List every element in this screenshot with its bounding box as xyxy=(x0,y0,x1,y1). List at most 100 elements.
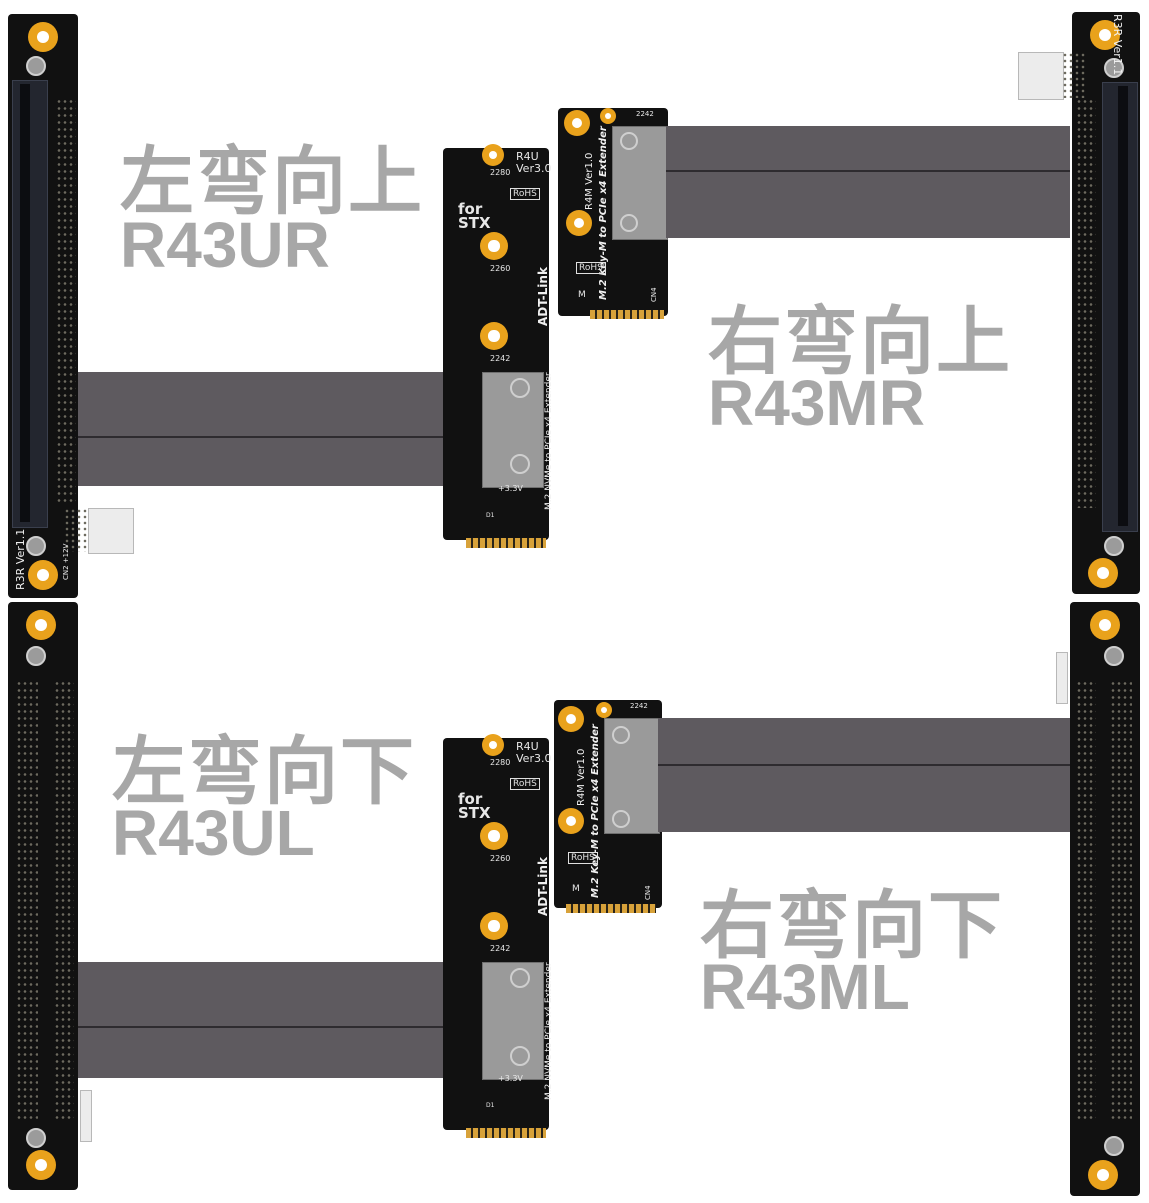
r3r-version-label: R3R Ver1.1 xyxy=(1111,14,1124,76)
size-2260-label: 2260 xyxy=(490,264,511,273)
mount-hole-icon xyxy=(566,210,592,236)
solder-pins xyxy=(1076,680,1096,1120)
size-2242-label: 2242 xyxy=(490,944,511,953)
size-2242-label: 2242 xyxy=(490,354,511,363)
mount-hole-icon xyxy=(480,232,508,260)
rohs-badge: RoHS xyxy=(576,262,606,274)
d1-label: D1 xyxy=(486,512,495,519)
r4u-description: M.2 NVMe to PCIe x4 Extender xyxy=(544,372,554,510)
stx-label: STX xyxy=(458,804,491,822)
mount-hole-icon xyxy=(482,734,504,756)
mount-hole-icon xyxy=(480,322,508,350)
screw-icon xyxy=(1104,1136,1124,1156)
mount-hole-icon xyxy=(26,1150,56,1180)
screw-icon xyxy=(1104,536,1124,556)
r4u-version: Ver3.0 xyxy=(516,752,552,765)
pcie-slot xyxy=(12,80,48,528)
voltage-label: +3.3V xyxy=(498,1074,523,1083)
ribbon-cable xyxy=(78,962,482,1078)
ribbon-divider xyxy=(78,436,482,438)
screw-icon xyxy=(26,1128,46,1148)
key-m-label: M xyxy=(578,290,586,300)
rohs-badge: RoHS xyxy=(510,778,540,790)
screw-icon xyxy=(26,56,46,76)
power-connector xyxy=(1056,652,1068,704)
cn2-label: CN2 +12V xyxy=(62,543,70,580)
key-m-label: M xyxy=(572,884,580,894)
screw-icon xyxy=(510,1046,530,1066)
mount-hole-icon xyxy=(480,822,508,850)
power-pins xyxy=(1062,52,1086,98)
size-2260-label: 2260 xyxy=(490,854,511,863)
for-label: for xyxy=(458,200,483,218)
brand-label: ADT-Link xyxy=(536,857,550,916)
r4m-description: M.2 Key-M to PCIe x4 Extender xyxy=(590,724,601,898)
screw-icon xyxy=(612,810,630,828)
caption-q4-en: R43ML xyxy=(700,951,910,1023)
mount-hole-icon xyxy=(1088,1160,1118,1190)
r4m-size-2242: 2242 xyxy=(636,110,654,118)
size-2280-label: 2280 xyxy=(490,758,511,767)
mount-hole-icon xyxy=(564,110,590,136)
caption-q2-zh: 右弯向上 xyxy=(708,299,1012,385)
mount-hole-icon xyxy=(482,144,504,166)
ribbon-divider xyxy=(78,1026,482,1028)
screw-icon xyxy=(612,726,630,744)
mount-hole-icon xyxy=(28,22,58,52)
solder-pins xyxy=(16,680,38,1120)
power-connector xyxy=(88,508,134,554)
mount-hole-icon xyxy=(1088,558,1118,588)
caption-q2-en: R43MR xyxy=(708,367,925,439)
screw-icon xyxy=(26,646,46,666)
screw-icon xyxy=(1104,58,1124,78)
mount-hole-icon xyxy=(558,808,584,834)
screw-icon xyxy=(26,536,46,556)
m2-gold-fingers xyxy=(466,538,546,548)
solder-pins xyxy=(56,98,76,504)
r4u-version: Ver3.0 xyxy=(516,162,552,175)
caption-q3-zh: 左弯向下 xyxy=(112,729,416,815)
power-connector xyxy=(80,1090,92,1142)
mount-hole-icon xyxy=(26,610,56,640)
power-connector xyxy=(1018,52,1064,100)
ribbon-cable xyxy=(78,372,482,486)
ribbon-cable xyxy=(658,718,1070,832)
pcie-slot-opening xyxy=(1118,86,1128,526)
solder-pins xyxy=(1110,680,1132,1120)
voltage-label: +3.3V xyxy=(498,484,523,493)
solder-pins xyxy=(1076,98,1096,508)
power-pins xyxy=(64,508,88,552)
solder-pins xyxy=(54,680,74,1120)
r4m-version-label: R4M Ver1.0 xyxy=(576,748,587,806)
d1-label: D1 xyxy=(486,1102,495,1109)
screw-icon xyxy=(510,378,530,398)
r4m-version-label: R4M Ver1.0 xyxy=(584,152,595,210)
screw-icon xyxy=(1104,646,1124,666)
cn4-label: CN4 xyxy=(650,287,658,302)
mount-hole-icon xyxy=(1090,20,1120,50)
cn4-label: CN4 xyxy=(644,885,652,900)
mount-hole-icon xyxy=(600,108,616,124)
for-label: for xyxy=(458,790,483,808)
size-2280-label: 2280 xyxy=(490,168,511,177)
caption-q1-en: R43UR xyxy=(120,209,330,281)
mount-hole-icon xyxy=(558,706,584,732)
ribbon-divider xyxy=(666,170,1070,172)
r4m-size-2242: 2242 xyxy=(630,702,648,710)
screw-icon xyxy=(510,968,530,988)
r4u-name: R4U xyxy=(516,150,539,163)
brand-label: ADT-Link xyxy=(536,267,550,326)
mount-hole-icon xyxy=(28,560,58,590)
caption-q1-zh: 左弯向上 xyxy=(120,139,424,225)
screw-icon xyxy=(620,132,638,150)
m2-gold-fingers xyxy=(566,904,656,913)
screw-icon xyxy=(510,454,530,474)
stx-label: STX xyxy=(458,214,491,232)
caption-q3-en: R43UL xyxy=(112,797,315,869)
r4u-description: M.2 NVMe to PCIe x4 Extender xyxy=(544,962,554,1100)
r4u-name: R4U xyxy=(516,740,539,753)
ribbon-cable xyxy=(666,126,1070,238)
rohs-badge: RoHS xyxy=(568,852,598,864)
pcie-slot-opening xyxy=(20,84,30,522)
m2-gold-fingers xyxy=(590,310,664,319)
